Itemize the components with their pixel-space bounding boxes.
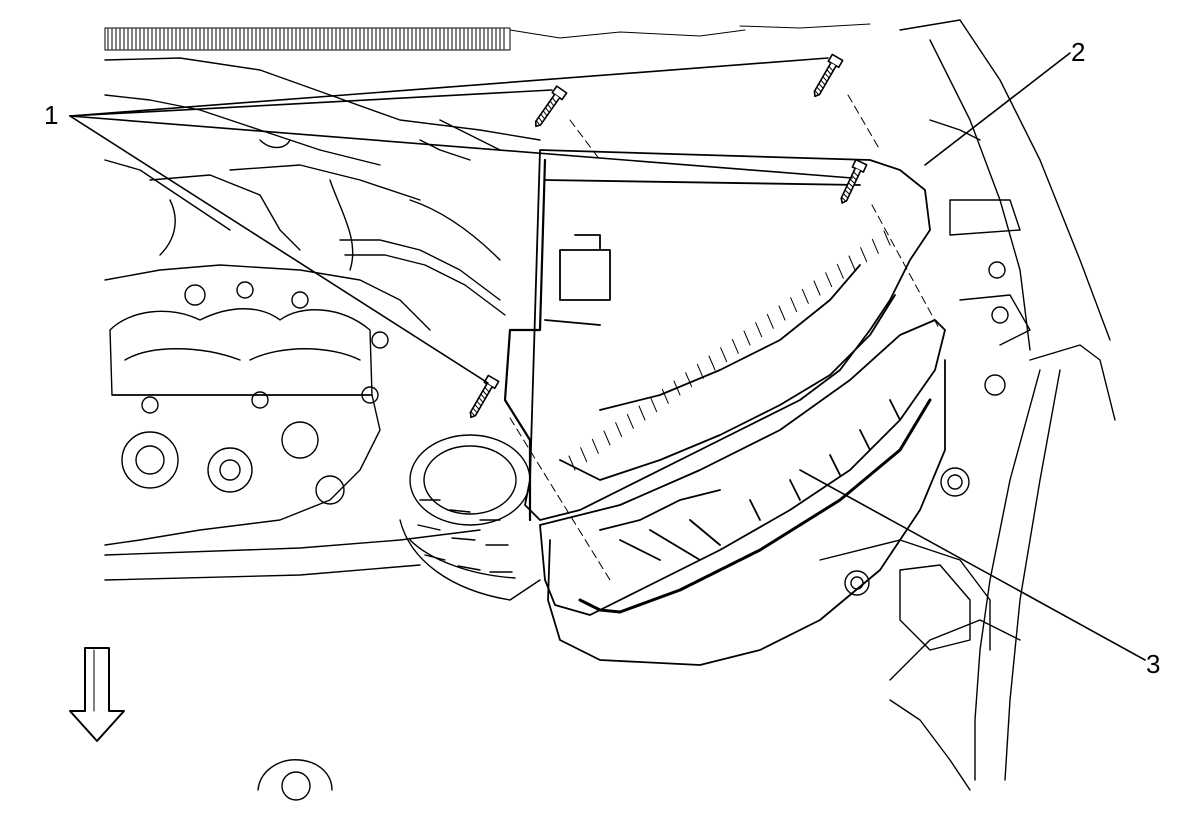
down-arrow-icon — [69, 647, 125, 742]
leader-1d — [69, 115, 489, 384]
bolt-icon — [534, 85, 568, 128]
leader-lines — [69, 52, 1146, 661]
filter-teeth — [568, 230, 891, 471]
engine-block — [104, 57, 541, 581]
callout-label-2: 2 — [1071, 37, 1086, 67]
leader-1a — [69, 57, 829, 117]
leader-1b — [69, 89, 553, 117]
callout-label-1: 1 — [44, 100, 59, 130]
bolt-icon — [840, 158, 868, 204]
bolt-icon — [813, 53, 844, 98]
intake-duct — [399, 434, 541, 601]
air-cleaner-housing — [503, 149, 931, 522]
leader-1c — [69, 115, 853, 179]
bolt-icon — [469, 53, 868, 419]
radiator-grille — [104, 23, 871, 51]
leader-2 — [924, 52, 1071, 166]
air-cleaner-lower-housing — [539, 319, 946, 666]
bolt-icon — [469, 374, 500, 419]
leader-3 — [799, 469, 1146, 661]
callout-label-3: 3 — [1146, 649, 1161, 679]
lower-grommet — [257, 759, 333, 801]
fender-panel — [819, 19, 1116, 791]
